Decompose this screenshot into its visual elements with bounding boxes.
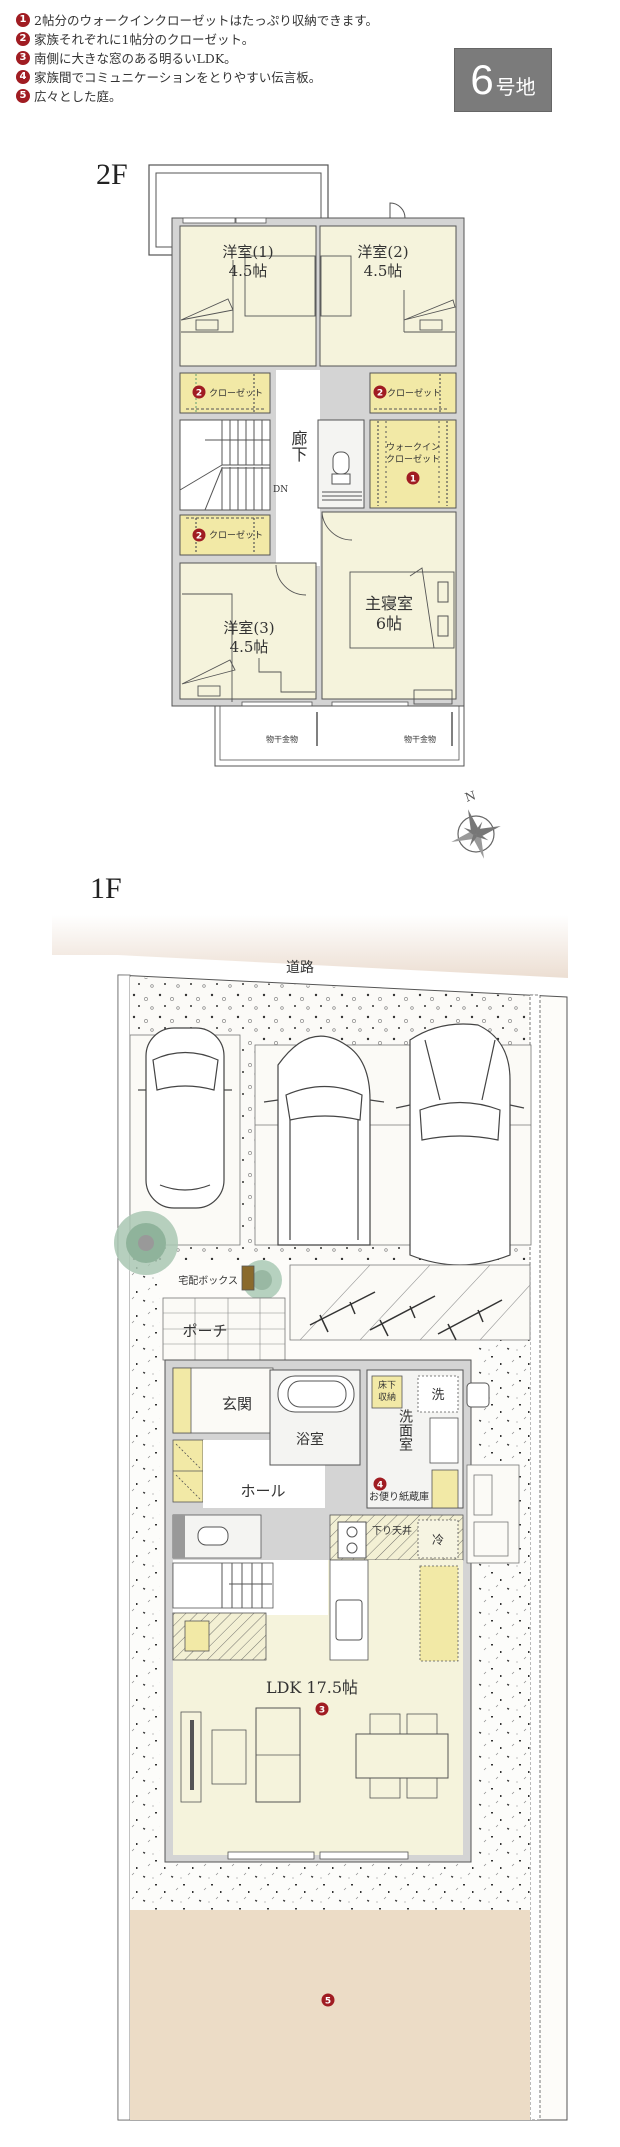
hallway-label: 廊下	[289, 430, 308, 462]
car-compact	[138, 1027, 232, 1209]
compass-rose-icon: N	[451, 788, 501, 859]
walk-in-closet	[369, 419, 457, 509]
bicycle-icon	[369, 1295, 436, 1337]
svg-text:3: 3	[319, 1706, 325, 1716]
room-western-2	[319, 225, 457, 367]
svg-text:2: 2	[377, 389, 383, 399]
feature-number-badge: 5	[16, 88, 30, 103]
tv-board	[180, 1711, 202, 1803]
stairs-down-label: DN	[273, 485, 288, 495]
lot-number: 6	[470, 56, 494, 103]
porch-area	[162, 1297, 286, 1361]
message-board-label: お便り紙蔵庫	[369, 1490, 429, 1503]
feature-item: 3 南側に大きな窓のある明るいLDK。	[16, 48, 378, 67]
svg-text:5: 5	[325, 1997, 331, 2007]
road-label: 道路	[286, 960, 314, 976]
porch-label: ポーチ	[182, 1322, 227, 1340]
room-master-bedroom	[321, 511, 457, 705]
room-name-master: 主寝室	[365, 594, 413, 613]
room-western-3	[179, 562, 317, 702]
feature-text: 広々とした庭。	[34, 89, 122, 104]
bath-label: 浴室	[296, 1431, 324, 1448]
room-name-western-2: 洋室(2)	[357, 243, 408, 261]
road-area	[52, 915, 568, 978]
feature-item: 2 家族それぞれに1帖分のクローゼット。	[16, 29, 378, 48]
feature-item: 1 2帖分のウォークインクローゼットはたっぷり収納できます。	[16, 10, 378, 29]
garden-area	[130, 1910, 530, 2120]
feature-item: 5 広々とした庭。	[16, 86, 378, 105]
toilet-2f	[317, 419, 365, 509]
feature-text: 家族それぞれに1帖分のクローゼット。	[34, 32, 255, 47]
lot-suffix: 号地	[495, 74, 536, 99]
badge-message-board: 4	[373, 1477, 387, 1491]
closet-label: クローゼット	[387, 387, 441, 399]
car-sedan-right	[395, 1023, 525, 1266]
badge-closet: 2	[373, 385, 387, 399]
clothes-hanger-label: 物干金物	[266, 734, 298, 744]
feature-number-badge: 3	[16, 50, 30, 65]
floor-label-1f: 1F	[90, 872, 122, 905]
bicycle-icon	[309, 1291, 376, 1333]
wic-label-1: ウォークイン	[386, 442, 440, 453]
toilet-1f	[172, 1514, 262, 1559]
feature-number-badge: 2	[16, 31, 30, 46]
feature-text: 家族間でコミュニケーションをとりやすい伝言板。	[34, 70, 322, 85]
clothes-hanger-label: 物干金物	[404, 734, 436, 744]
fridge-label: 冷	[432, 1533, 444, 1547]
badge-closet: 2	[192, 385, 206, 399]
badge-closet: 2	[192, 528, 206, 542]
compass-north-label: N	[463, 788, 477, 805]
feature-item: 4 家族間でコミュニケーションをとりやすい伝言板。	[16, 67, 378, 86]
delivery-box-label: 宅配ボックス	[178, 1274, 238, 1287]
delivery-box	[241, 1265, 255, 1291]
bathroom	[269, 1369, 361, 1466]
hall-label: ホール	[240, 1482, 285, 1500]
floor-plan-2f: 洋室(1) 4.5帖 洋室(2) 4.5帖 洋室(3) 4.5帖 主寝室 6帖 …	[148, 164, 465, 767]
dining-table	[355, 1733, 449, 1779]
entrance-label: 玄関	[222, 1395, 252, 1413]
wic-label-2: クローゼット	[386, 453, 440, 465]
svg-text:1: 1	[410, 475, 416, 485]
room-size-western-2: 4.5帖	[364, 262, 403, 280]
lowered-ceiling-label: 下り天井	[372, 1524, 412, 1537]
svg-text:4: 4	[377, 1481, 383, 1491]
coffee-table	[211, 1729, 247, 1785]
room-name-western-3: 洋室(3)	[223, 619, 274, 637]
feature-text: 2帖分のウォークインクローゼットはたっぷり収納できます。	[34, 13, 378, 28]
underfloor-storage-label: 床下	[378, 1379, 396, 1391]
feature-number-badge: 4	[16, 69, 30, 84]
bicycle-icon	[437, 1299, 503, 1341]
feature-number-badge: 1	[16, 12, 30, 27]
room-size-western-3: 4.5帖	[230, 638, 269, 656]
feature-text: 南側に大きな窓のある明るいLDK。	[34, 51, 237, 66]
floor-label-2f: 2F	[96, 158, 128, 191]
badge-ldk: 3	[315, 1702, 329, 1716]
badge-garden: 5	[321, 1993, 335, 2007]
ldk-label: LDK 17.5帖	[266, 1678, 358, 1697]
staircase-2f	[179, 419, 271, 511]
room-size-master: 6帖	[376, 614, 402, 633]
washer-label: 洗	[431, 1388, 444, 1403]
car-sedan-middle	[263, 1035, 385, 1246]
washroom-label: 洗面室	[397, 1409, 413, 1451]
tree-icon	[114, 1211, 178, 1275]
room-western-1	[179, 225, 317, 367]
feature-list: 1 2帖分のウォークインクローゼットはたっぷり収納できます。 2 家族それぞれに1帖…	[16, 10, 378, 105]
svg-text:2: 2	[196, 389, 202, 399]
hallway-2f	[276, 370, 320, 566]
svg-text:2: 2	[196, 532, 202, 542]
closet-label: クローゼット	[209, 387, 263, 399]
room-name-western-1: 洋室(1)	[222, 243, 273, 261]
badge-wic: 1	[406, 471, 420, 485]
washroom	[366, 1369, 464, 1509]
room-size-western-1: 4.5帖	[229, 262, 268, 280]
underfloor-storage-label: 収納	[378, 1391, 396, 1403]
closet-label: クローゼット	[209, 529, 263, 541]
